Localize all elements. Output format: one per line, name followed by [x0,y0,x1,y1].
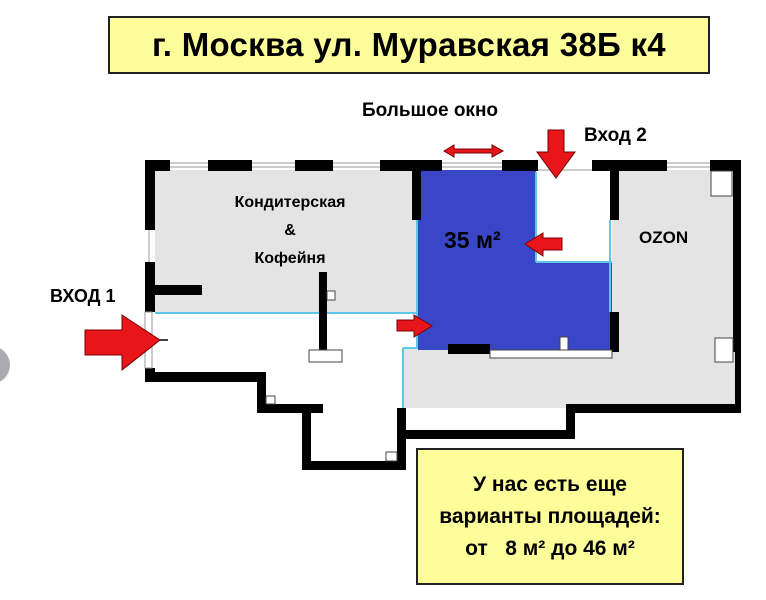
window [252,160,295,170]
columns [265,170,734,462]
ozon-room [612,170,735,404]
ozon-room-label: OZON [639,228,689,247]
window [667,160,710,170]
cafe-label-line1: Кондитерская [234,194,346,211]
cafe-label-line2: & [284,222,296,239]
entrance-2-label: Вход 2 [584,125,647,146]
other-options-note: У нас есть еще варианты площадей: от 8 м… [416,448,684,585]
walls [145,160,741,470]
address-banner: г. Москва ул. Муравская 38Б к4 [108,16,710,74]
big-window-label: Большое окно [362,100,499,121]
window [170,160,208,170]
address-text: г. Москва ул. Муравская 38Б к4 [152,26,666,63]
side-circle-decoration [0,346,10,384]
note-line3: от 8 м² до 46 м² [465,536,635,560]
big-window [442,160,502,170]
available-room-35m2 [418,170,612,350]
side-entrance-arrow-icon [396,314,433,338]
big-window-double-arrow-icon [443,144,505,158]
entrance-2-arrow-icon [536,129,576,179]
arrows [84,129,576,372]
cafe-label-line3: Кофейня [254,250,326,267]
room-outlines [155,172,612,408]
note-line2: варианты площадей: [439,504,661,528]
area-pointer-arrow-icon [524,232,563,257]
entrance-1-label: ВХОД 1 [50,286,116,306]
side-window [145,230,153,262]
cafe-room-label: Кондитерская & Кофейня [190,189,390,273]
note-line1: У нас есть еще [473,472,627,496]
window [333,160,380,170]
entrance-1-arrow-icon [84,314,161,372]
available-area-label: 35 м² [444,227,501,253]
